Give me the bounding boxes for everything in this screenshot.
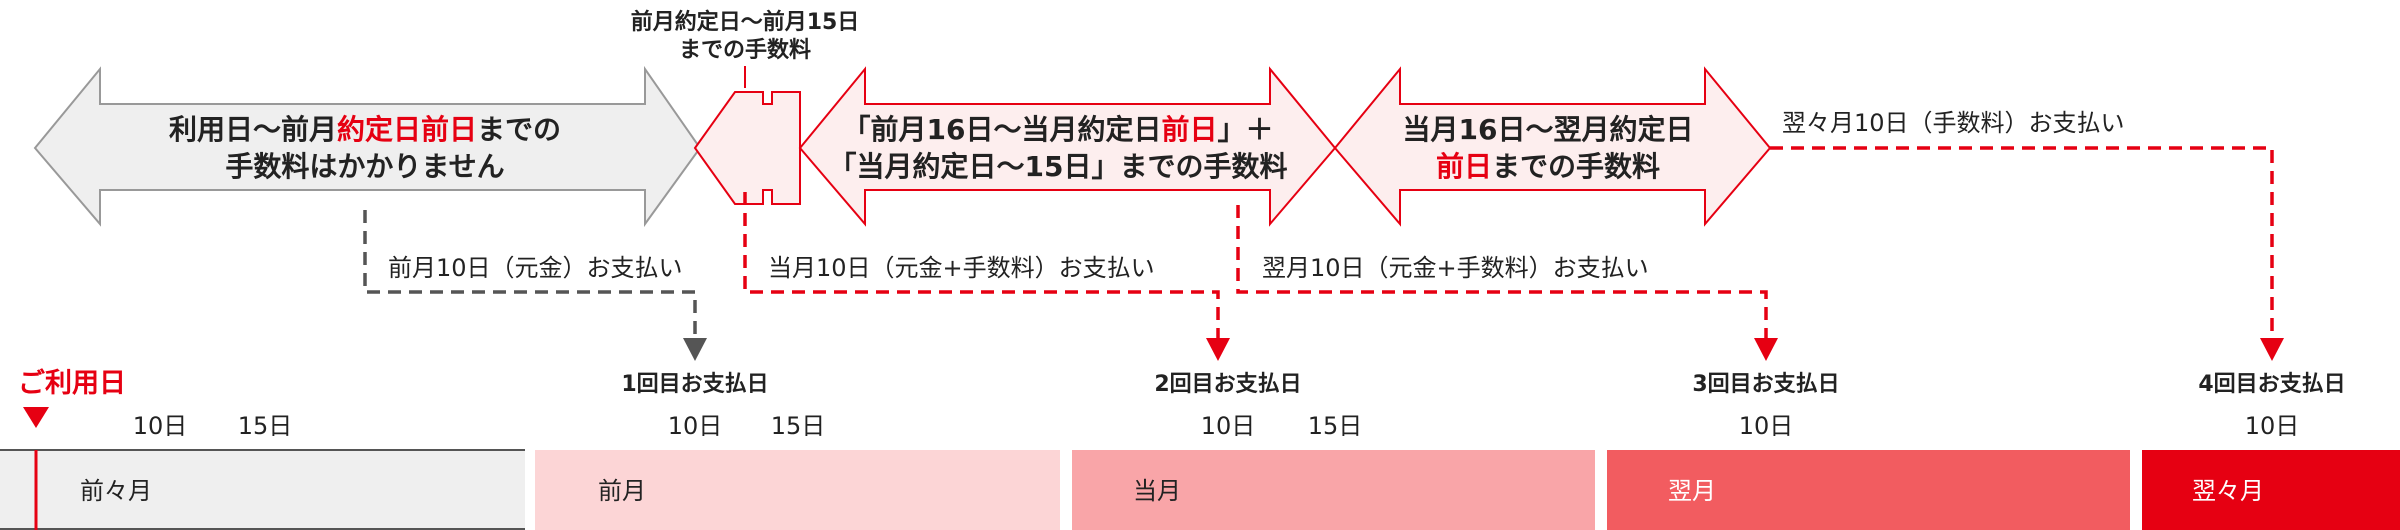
current-month-fee-arrow	[798, 66, 1337, 227]
start-day-10: 10日	[133, 412, 188, 440]
payment-2-day-10: 10日	[1201, 412, 1256, 440]
flow-line-3	[1236, 205, 1768, 340]
payment-1-day-10: 10日	[668, 412, 723, 440]
month-label-next: 翌月	[1668, 477, 1716, 505]
flow-line-2	[743, 192, 1220, 340]
top-note-line1: 前月約定日〜前月15日	[631, 9, 860, 35]
flow-arrowhead-3	[1754, 338, 1778, 361]
flow-arrowhead-1	[683, 338, 707, 361]
payment-3-day-10: 10日	[1739, 412, 1794, 440]
next-month-fee-arrow	[1333, 66, 1772, 227]
arrow3-line1: 「前月16日〜当月約定日前日」＋	[843, 113, 1274, 146]
flow-line-4	[1770, 146, 2274, 340]
month-label-current: 当月	[1133, 477, 1181, 505]
arrow4-line2: 前日までの手数料	[1436, 150, 1660, 183]
payment-label-3: 3回目お支払日	[1692, 372, 1839, 397]
month-timeline: 前々月 前月 当月 翌月 翌々月	[0, 449, 2400, 530]
month-block-next	[1607, 450, 2130, 530]
no-fee-period-arrow	[33, 65, 702, 228]
top-note-line2: までの手数料	[679, 37, 811, 63]
month-block-next-next	[2142, 450, 2400, 530]
prev-month-fee-arrow	[693, 91, 801, 205]
arrow1-line2: 手数料はかかりません	[225, 150, 504, 183]
flow-arrowhead-4	[2260, 338, 2284, 361]
flow-label-2: 当月10日（元金+手数料）お支払い	[768, 254, 1155, 282]
month-block-prev	[535, 450, 1060, 530]
month-label-prev-prev: 前々月	[80, 477, 152, 505]
month-label-next-next: 翌々月	[2192, 477, 2264, 505]
payment-label-1: 1回目お支払日	[621, 372, 768, 397]
payment-label-4: 4回目お支払日	[2198, 372, 2345, 397]
payment-4-day-10: 10日	[2245, 412, 2300, 440]
month-label-prev: 前月	[598, 477, 646, 505]
flow-label-3: 翌月10日（元金+手数料）お支払い	[1262, 254, 1649, 282]
payment-1-day-15: 15日	[771, 412, 826, 440]
month-block-current	[1072, 450, 1595, 530]
payment-label-2: 2回目お支払日	[1154, 372, 1301, 397]
start-day-15: 15日	[238, 412, 293, 440]
arrow1-line1: 利用日〜前月約定日前日までの	[169, 113, 561, 146]
usage-day-marker-icon	[23, 407, 49, 428]
flow-arrowhead-2	[1206, 338, 1230, 361]
usage-day-label: ご利用日	[18, 367, 126, 399]
arrow4-line1: 当月16日〜翌月約定日	[1403, 113, 1694, 146]
flow-label-4: 翌々月10日（手数料）お支払い	[1782, 109, 2125, 137]
arrow3-line2: 「当月約定日〜15日」までの手数料	[829, 150, 1288, 183]
flow-label-1: 前月10日（元金）お支払い	[388, 254, 683, 282]
month-block-prev-prev	[0, 450, 525, 530]
payment-2-day-15: 15日	[1308, 412, 1363, 440]
